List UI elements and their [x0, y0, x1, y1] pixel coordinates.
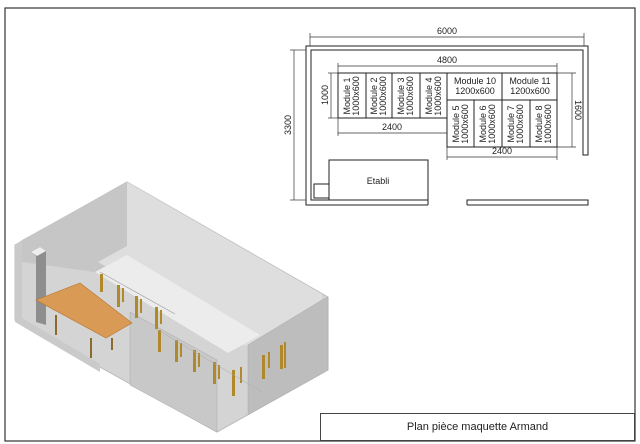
dimension-2400-right: 2400 — [446, 146, 558, 160]
module-name: Module 1 — [342, 77, 352, 114]
module-size: 1000x600 — [378, 76, 388, 116]
module-size: 1000x600 — [351, 76, 361, 116]
module-name: Module 8 — [534, 105, 544, 142]
table — [35, 282, 133, 358]
dimension-1600: 1600 — [557, 72, 583, 148]
module-11: Module 11 1200x600 — [501, 72, 558, 101]
back-left-wall — [22, 182, 127, 272]
module-name: Module 7 — [506, 105, 516, 142]
left-wall — [15, 240, 100, 372]
workbench-label: Etabli — [367, 176, 390, 186]
module-name: Module 2 — [369, 77, 379, 114]
drawing-title: Plan pièce maquette Armand — [406, 421, 549, 433]
front-wall — [129, 311, 218, 433]
module-5: Module 5 1000x600 — [446, 99, 475, 148]
floor-plan: 6000 3300 4800 1000 2400 2400 — [283, 26, 589, 206]
module-size: 1000x600 — [405, 76, 415, 116]
right-end-wall — [247, 296, 329, 416]
module-edge — [99, 271, 176, 315]
module-10: Module 10 1200x600 — [446, 72, 503, 101]
dimension-label: 6000 — [437, 26, 457, 36]
module-8: Module 8 1000x600 — [529, 99, 558, 148]
module-3: Module 3 1000x600 — [391, 72, 421, 119]
module-name: Module 10 — [454, 76, 496, 86]
module-legs — [100, 274, 286, 396]
dimension-2400-left: 2400 — [337, 118, 447, 136]
module-name: Module 11 — [509, 76, 550, 86]
module-size: 1000x600 — [487, 104, 497, 144]
workbench: Etabli — [328, 159, 429, 201]
back-right-wall — [98, 182, 322, 346]
dimension-label: 4800 — [437, 55, 457, 65]
isometric-view — [14, 181, 329, 433]
module-size: 1000x600 — [460, 104, 470, 144]
module-edge — [157, 329, 263, 393]
dimension-1000: 1000 — [320, 72, 338, 119]
module-2: Module 2 1000x600 — [365, 72, 393, 119]
cabinet-square — [313, 183, 330, 199]
sheet-frame — [4, 7, 636, 442]
dimension-label: 1600 — [573, 100, 583, 120]
cabinet — [31, 247, 46, 325]
module-name: Module 6 — [478, 105, 488, 142]
module-size: 1000x600 — [515, 104, 525, 144]
module-name: Module 5 — [451, 105, 461, 142]
module-size: 1200x600 — [510, 86, 550, 96]
module-name: Module 4 — [424, 77, 434, 114]
module-1: Module 1 1000x600 — [337, 72, 367, 119]
dimension-label: 2400 — [382, 122, 402, 132]
dimension-6000: 6000 — [309, 26, 585, 46]
module-size: 1000x600 — [543, 104, 553, 144]
module-name: Module 3 — [396, 77, 406, 114]
dimension-4800: 4800 — [337, 55, 558, 73]
dimension-label: 3300 — [283, 115, 293, 135]
module-6: Module 6 1000x600 — [473, 99, 503, 148]
module-4: Module 4 1000x600 — [419, 72, 448, 119]
cabinet-top — [31, 247, 46, 256]
floor — [95, 255, 260, 353]
module-size: 1200x600 — [455, 86, 495, 96]
module-7: Module 7 1000x600 — [501, 99, 531, 148]
module-size: 1000x600 — [433, 76, 443, 116]
dimension-label: 2400 — [492, 146, 512, 156]
dimension-3300: 3300 — [283, 49, 306, 201]
dimension-label: 1000 — [320, 85, 330, 105]
title-block: Plan pièce maquette Armand — [320, 413, 635, 441]
